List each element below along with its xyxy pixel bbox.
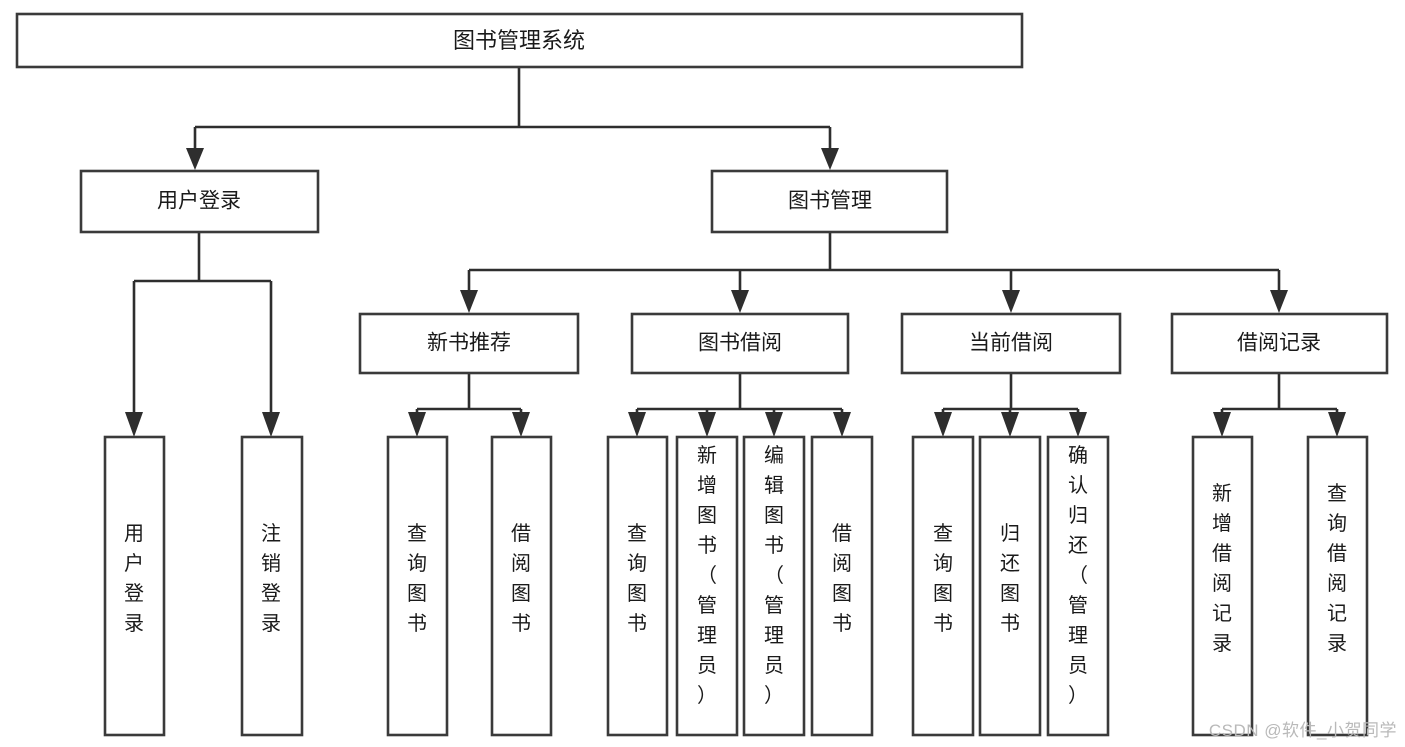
arrow-root-to-book-mgmt [821, 148, 839, 170]
leaf-current-borrow-3[interactable]: 确认归还（管理员） [1046, 435, 1110, 737]
leaf-user-login-1-label: 用户登录 [124, 523, 144, 635]
leaf-book-borrow-4-label: 借阅图书 [832, 522, 852, 635]
leaf-book-borrow-1-label: 查询图书 [627, 522, 647, 635]
leaf-user-login-2-box[interactable] [240, 435, 304, 737]
connector-layer [125, 67, 1346, 437]
arrow-newbook-leaf1 [408, 412, 426, 437]
leaf-new-book-1[interactable]: 查询图书 [386, 435, 449, 737]
node-current-borrow-label: 当前借阅 [969, 332, 1053, 355]
leaf-book-borrow-4-box[interactable] [810, 435, 874, 737]
leaf-user-login-1-box[interactable] [103, 435, 166, 737]
leaf-new-book-2-box[interactable] [490, 435, 553, 737]
leaf-book-borrow-3-label: 编辑图书（管理员） [764, 444, 784, 707]
leaf-new-book-2-label: 借阅图书 [511, 522, 531, 635]
leaf-book-borrow-2-label: 新增图书（管理员） [697, 444, 717, 707]
leaf-new-book-1-box[interactable] [386, 435, 449, 737]
arrow-current-leaf3 [1069, 412, 1087, 437]
watermark: CSDN @软件_小贺同学 [1208, 721, 1397, 740]
node-user-login-label: 用户登录 [157, 190, 241, 213]
node-new-book-recommend[interactable]: 新书推荐 [358, 312, 580, 375]
leaf-book-borrow-3[interactable]: 编辑图书（管理员） [742, 435, 806, 737]
leaf-current-borrow-2-label: 归还图书 [1000, 522, 1020, 635]
node-root-box[interactable] [15, 12, 1024, 69]
leaf-current-borrow-1[interactable]: 查询图书 [911, 435, 975, 737]
leaf-book-borrow-2[interactable]: 新增图书（管理员） [675, 435, 739, 737]
arrow-current-leaf1 [934, 412, 952, 437]
node-book-borrow[interactable]: 图书借阅 [630, 312, 850, 375]
arrow-borrow-leaf1 [628, 412, 646, 437]
leaf-borrow-record-2-box[interactable] [1306, 435, 1369, 737]
leaf-borrow-record-1-box[interactable] [1191, 435, 1254, 737]
node-borrow-record-box[interactable] [1170, 312, 1389, 375]
leaf-borrow-record-1-label: 新增借阅记录 [1212, 482, 1232, 655]
leaf-current-borrow-2[interactable]: 归还图书 [978, 435, 1042, 737]
arrow-bookmgmt-record [1270, 290, 1288, 313]
leaf-borrow-record-2[interactable]: 查询借阅记录 [1306, 435, 1369, 737]
node-root[interactable]: 图书管理系统 [15, 12, 1024, 69]
leaf-current-borrow-3-label: 确认归还（管理员） [1068, 444, 1088, 707]
leaf-current-borrow-2-box[interactable] [978, 435, 1042, 737]
leaf-borrow-record-2-label: 查询借阅记录 [1327, 482, 1347, 655]
arrow-root-to-user-login [186, 148, 204, 170]
node-book-management-box[interactable] [710, 169, 949, 234]
node-current-borrow[interactable]: 当前借阅 [900, 312, 1122, 375]
leaf-book-borrow-1[interactable]: 查询图书 [606, 435, 669, 737]
node-borrow-record-label: 借阅记录 [1237, 332, 1321, 355]
arrow-current-leaf2 [1001, 412, 1019, 437]
leaf-user-login-2-label: 注销登录 [261, 522, 281, 635]
leaf-current-borrow-3-box[interactable] [1046, 435, 1110, 737]
arrow-record-leaf1 [1213, 412, 1231, 437]
node-new-book-recommend-box[interactable] [358, 312, 580, 375]
leaf-user-login-1[interactable]: 用户登录 [103, 435, 166, 737]
arrow-borrow-leaf4 [833, 412, 851, 437]
arrow-bookmgmt-current [1002, 290, 1020, 313]
node-book-borrow-label: 图书借阅 [698, 332, 782, 355]
arrow-userlogin-leaf2 [262, 412, 280, 437]
leaf-new-book-2[interactable]: 借阅图书 [490, 435, 553, 737]
arrow-bookmgmt-borrow [731, 290, 749, 313]
arrow-userlogin-leaf1 [125, 412, 143, 437]
node-book-borrow-box[interactable] [630, 312, 850, 375]
leaf-new-book-1-label: 查询图书 [407, 522, 427, 635]
leaf-user-login-2[interactable]: 注销登录 [240, 435, 304, 737]
node-user-login[interactable]: 用户登录 [79, 169, 320, 234]
arrow-borrow-leaf2 [698, 412, 716, 437]
node-user-login-box[interactable] [79, 169, 320, 234]
node-current-borrow-box[interactable] [900, 312, 1122, 375]
node-root-label: 图书管理系统 [453, 28, 585, 53]
arrow-record-leaf2 [1328, 412, 1346, 437]
node-new-book-recommend-label: 新书推荐 [427, 332, 511, 355]
leaf-current-borrow-1-box[interactable] [911, 435, 975, 737]
arrow-newbook-leaf2 [512, 412, 530, 437]
node-book-management-label: 图书管理 [788, 190, 872, 213]
node-book-management[interactable]: 图书管理 [710, 169, 949, 234]
leaf-book-borrow-3-box[interactable] [742, 435, 806, 737]
node-borrow-record[interactable]: 借阅记录 [1170, 312, 1389, 375]
leaf-borrow-record-1[interactable]: 新增借阅记录 [1191, 435, 1254, 737]
leaf-book-borrow-2-box[interactable] [675, 435, 739, 737]
arrow-borrow-leaf3 [765, 412, 783, 437]
leaf-book-borrow-4[interactable]: 借阅图书 [810, 435, 874, 737]
leaf-book-borrow-1-box[interactable] [606, 435, 669, 737]
leaf-current-borrow-1-label: 查询图书 [933, 522, 953, 635]
arrow-bookmgmt-newbook [460, 290, 478, 313]
